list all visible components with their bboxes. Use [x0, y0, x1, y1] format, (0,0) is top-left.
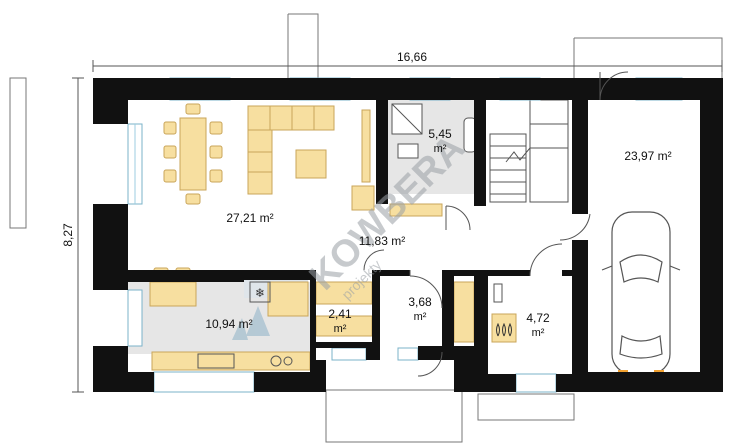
room-area-kitchen: 10,94 m² — [205, 317, 252, 331]
room-area-wc-unit: m² — [414, 311, 427, 323]
dimension-lines — [72, 60, 723, 393]
staircase — [489, 99, 569, 203]
room-area-pantry-unit: m² — [334, 323, 347, 335]
toilet — [397, 143, 419, 159]
kitchen-island — [149, 281, 197, 307]
room-area-garage: 23,97 m² — [624, 149, 671, 163]
room-area-living: 27,21 m² — [226, 211, 273, 225]
outline-lines — [9, 13, 723, 443]
room-area-boiler-unit: m² — [532, 327, 545, 339]
room-area-bathroom-value: 5,45 — [428, 127, 452, 141]
sofa — [247, 105, 335, 131]
sink — [197, 353, 235, 369]
room-area-wc-value: 3,68 — [408, 295, 432, 309]
door-swings — [363, 71, 629, 377]
boiler-icon — [491, 313, 517, 343]
room-area-boiler-value: 4,72 — [526, 311, 550, 325]
hob — [270, 355, 282, 367]
dimension-height-label: 8,27 — [61, 223, 75, 247]
dimension-width-label: 16,66 — [397, 50, 427, 64]
coffee-table — [295, 149, 327, 179]
car-icon — [601, 211, 681, 375]
dining-table — [179, 117, 207, 191]
room-area-bathroom-unit: m² — [434, 143, 447, 155]
snowflake-icon: ❄ — [255, 286, 265, 300]
fixture — [493, 283, 503, 303]
room-area-hall: 11,83 m² — [359, 234, 405, 248]
bathroom-fixtures — [391, 103, 477, 159]
room-area-pantry-value: 2,41 — [328, 307, 352, 321]
watermark-logo — [232, 306, 270, 340]
furniture — [149, 103, 475, 371]
kitchen-appliances — [197, 281, 293, 369]
walls — [93, 78, 723, 392]
